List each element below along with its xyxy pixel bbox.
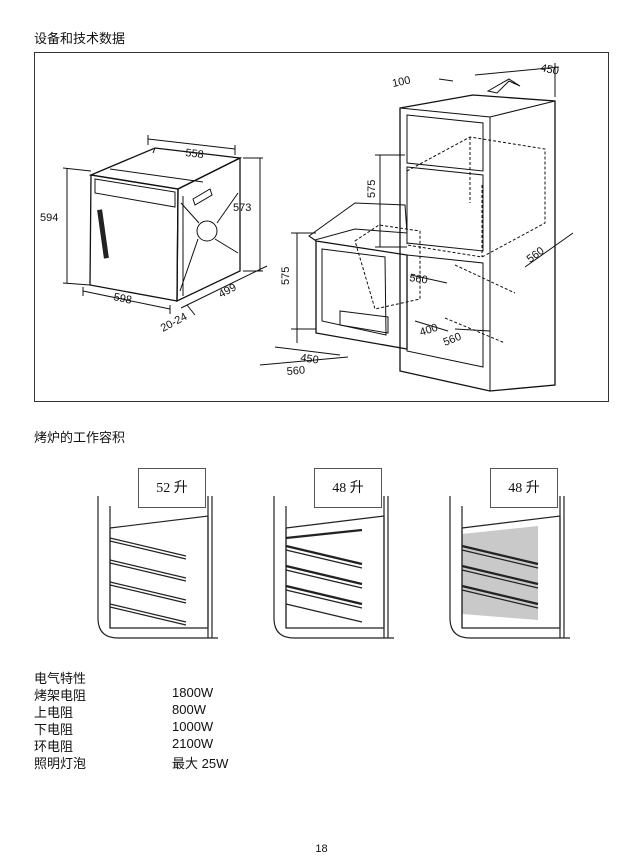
oven-cavity-drawing	[97, 496, 218, 639]
section-title-capacity: 烤炉的工作容积	[34, 430, 126, 445]
spec-value: 最大 25W	[172, 756, 229, 771]
cabinet-base-width-label: 560	[286, 364, 305, 378]
installation-diagram: 558 594 573 598 20-24 499 100 450 575 56…	[34, 52, 609, 402]
spec-value: 2100W	[172, 736, 214, 751]
oven-width-label: 598	[112, 291, 132, 307]
cabinet-inner-depth-label: 560	[409, 272, 429, 286]
spec-label: 下电阻	[34, 722, 74, 737]
oven-side-height-label: 573	[233, 202, 251, 214]
capacity-panel-2: 48 升	[244, 468, 409, 648]
section-title-technical-data: 设备和技术数据	[34, 31, 126, 46]
spec-label: 环电阻	[34, 739, 74, 754]
cabinet-drawing	[259, 63, 574, 392]
oven-cavity-drawing	[449, 496, 570, 639]
spec-label: 烤架电阻	[34, 688, 87, 703]
oven-cavity-drawing	[273, 496, 394, 639]
capacity-label: 48 升	[490, 468, 558, 508]
spec-value: 1800W	[172, 685, 214, 700]
cabinet-tall-height-label: 575	[366, 180, 378, 198]
spec-value: 1000W	[172, 719, 214, 734]
capacity-panel-1: 52 升	[68, 468, 233, 648]
cabinet-base-depth-label: 450	[300, 352, 320, 366]
capacity-label: 48 升	[314, 468, 382, 508]
cabinet-tall-depth-label: 560	[525, 245, 547, 265]
oven-depth-label: 558	[185, 147, 205, 161]
cabinet-top-depth-label: 450	[539, 62, 559, 78]
spec-value: 800W	[172, 702, 206, 717]
cabinet-bottom-depth-label: 560	[442, 331, 464, 349]
spec-label: 上电阻	[34, 705, 74, 720]
capacity-label: 52 升	[138, 468, 206, 508]
spec-label: 照明灯泡	[34, 756, 87, 771]
page-number: 18	[315, 843, 328, 855]
oven-side-depth-label: 499	[217, 281, 239, 300]
oven-drawing	[62, 135, 268, 316]
cabinet-bottom-gap-label: 400	[418, 322, 439, 339]
electrical-title: 电气特性	[34, 671, 87, 686]
cabinet-top-clearance-label: 100	[391, 74, 411, 90]
installation-drawing: 558 594 573 598 20-24 499 100 450 575 56…	[40, 62, 574, 392]
cabinet-under-height-label: 575	[280, 267, 292, 285]
oven-height-label: 594	[40, 212, 58, 224]
oven-gap-label: 20-24	[159, 311, 189, 335]
capacity-panel-3: 48 升	[420, 468, 585, 648]
